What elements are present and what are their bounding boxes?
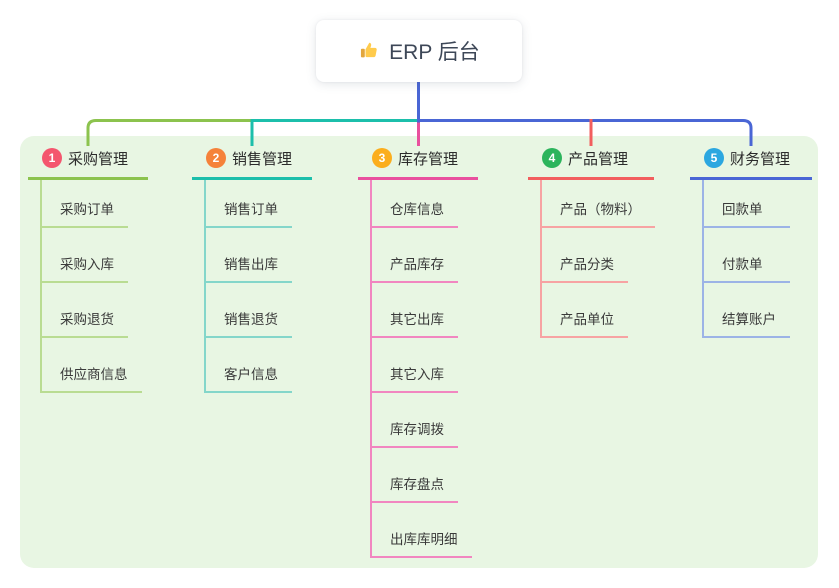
child-item[interactable]: 付款单 xyxy=(704,228,790,283)
child-item[interactable]: 结算账户 xyxy=(704,283,790,338)
branch: 3 库存管理 仓库信息产品库存其它出库其它入库库存调拨库存盘点出库库明细 xyxy=(358,146,478,558)
branch-title: 采购管理 xyxy=(68,150,129,168)
branch-children: 销售订单销售出库销售退货客户信息 xyxy=(204,180,312,393)
child-item[interactable]: 出库库明细 xyxy=(372,503,472,558)
root-node[interactable]: ERP 后台 xyxy=(316,20,522,82)
branch-header[interactable]: 4 产品管理 xyxy=(528,146,654,180)
root-label: ERP 后台 xyxy=(389,41,480,64)
thumbs-up-icon xyxy=(358,40,380,62)
branch-title: 库存管理 xyxy=(398,150,459,168)
child-item[interactable]: 产品分类 xyxy=(542,228,628,283)
child-item[interactable]: 回款单 xyxy=(704,180,790,228)
branch-number-badge: 1 xyxy=(42,148,62,168)
branch-header[interactable]: 2 销售管理 xyxy=(192,146,312,180)
child-item[interactable]: 产品（物料） xyxy=(542,180,655,228)
child-item[interactable]: 产品单位 xyxy=(542,283,628,338)
branch-children: 产品（物料）产品分类产品单位 xyxy=(540,180,655,338)
branch-children: 回款单付款单结算账户 xyxy=(702,180,812,338)
child-item[interactable]: 客户信息 xyxy=(206,338,292,393)
child-item[interactable]: 其它出库 xyxy=(372,283,458,338)
branch: 2 销售管理 销售订单销售出库销售退货客户信息 xyxy=(192,146,312,393)
child-item[interactable]: 供应商信息 xyxy=(42,338,142,393)
child-item[interactable]: 仓库信息 xyxy=(372,180,458,228)
branch-number-badge: 3 xyxy=(372,148,392,168)
child-item[interactable]: 销售退货 xyxy=(206,283,292,338)
branch-title: 产品管理 xyxy=(568,150,629,168)
child-item[interactable]: 其它入库 xyxy=(372,338,458,393)
child-item[interactable]: 库存盘点 xyxy=(372,448,458,503)
child-item[interactable]: 采购退货 xyxy=(42,283,128,338)
branch-header[interactable]: 3 库存管理 xyxy=(358,146,478,180)
branch-number-badge: 2 xyxy=(206,148,226,168)
child-item[interactable]: 产品库存 xyxy=(372,228,458,283)
child-item[interactable]: 采购入库 xyxy=(42,228,128,283)
branch-number-badge: 5 xyxy=(704,148,724,168)
branch-children: 采购订单采购入库采购退货供应商信息 xyxy=(40,180,148,393)
child-item[interactable]: 采购订单 xyxy=(42,180,128,228)
branch-children: 仓库信息产品库存其它出库其它入库库存调拨库存盘点出库库明细 xyxy=(370,180,478,558)
branches-background-panel xyxy=(20,136,818,568)
branch: 5 财务管理 回款单付款单结算账户 xyxy=(690,146,812,338)
child-item[interactable]: 销售订单 xyxy=(206,180,292,228)
child-item[interactable]: 库存调拨 xyxy=(372,393,458,448)
branch-header[interactable]: 1 采购管理 xyxy=(28,146,148,180)
branch: 1 采购管理 采购订单采购入库采购退货供应商信息 xyxy=(28,146,148,393)
branch-number-badge: 4 xyxy=(542,148,562,168)
branch-title: 财务管理 xyxy=(730,150,791,168)
branch: 4 产品管理 产品（物料）产品分类产品单位 xyxy=(528,146,655,338)
branch-title: 销售管理 xyxy=(232,150,293,168)
child-item[interactable]: 销售出库 xyxy=(206,228,292,283)
branch-header[interactable]: 5 财务管理 xyxy=(690,146,812,180)
